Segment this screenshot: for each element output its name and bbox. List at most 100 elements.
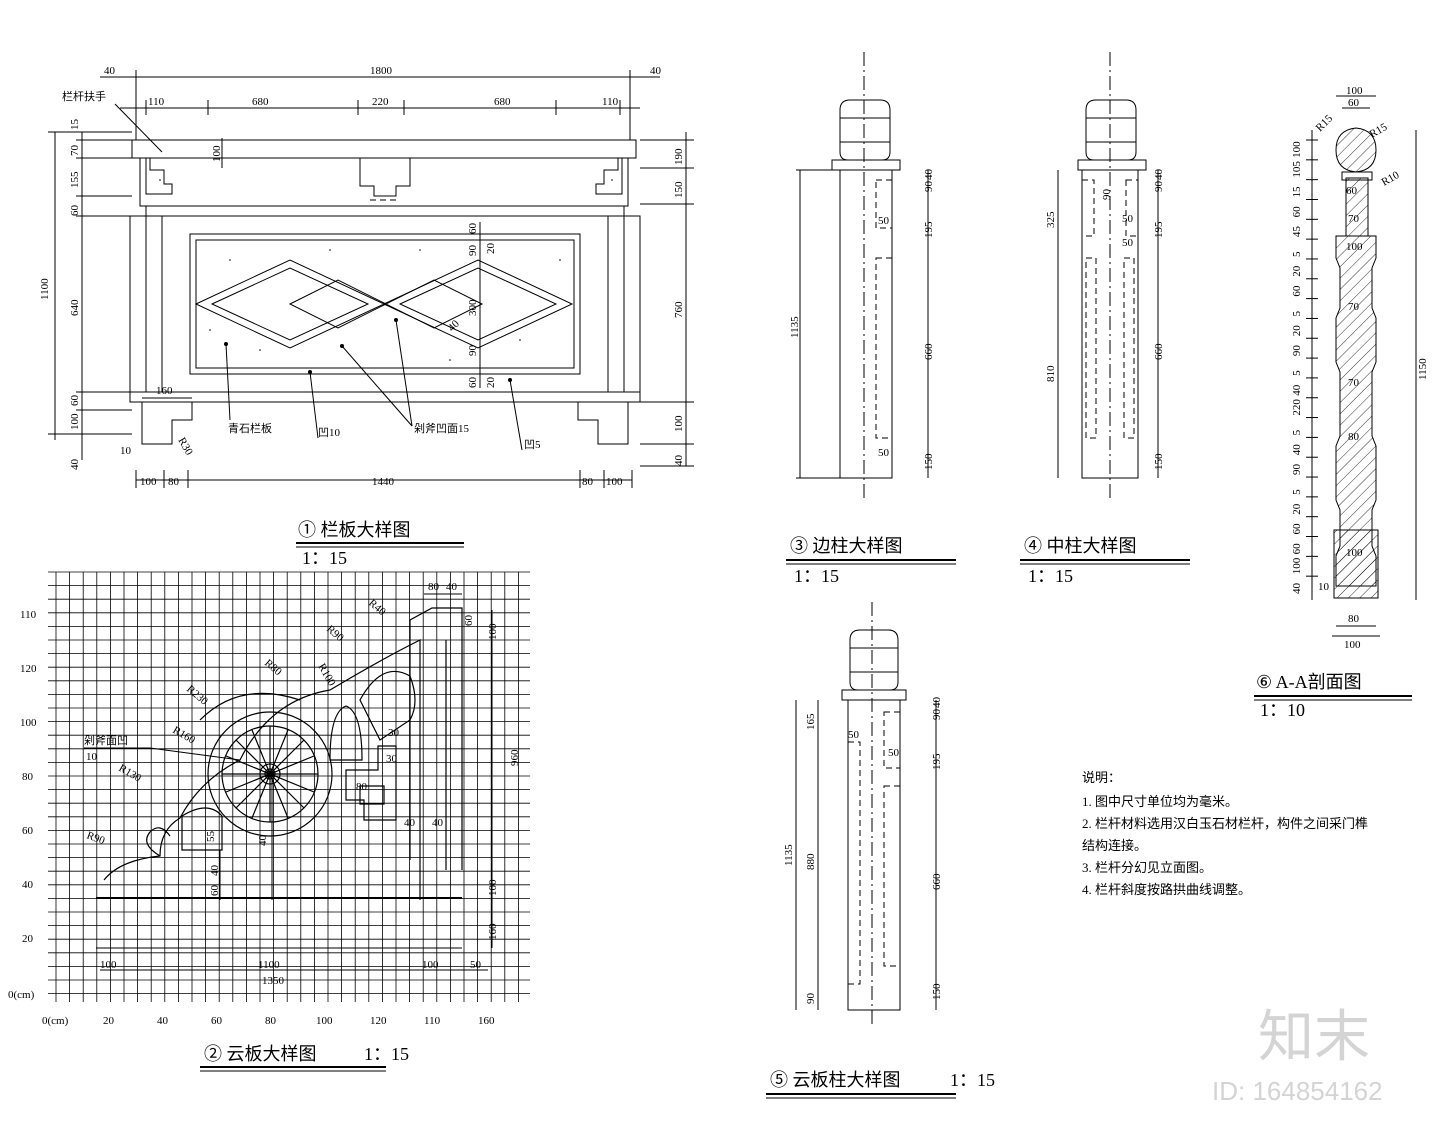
gdim-55: 55 <box>205 831 217 843</box>
dim-r-150: 150 <box>673 181 685 198</box>
dim-handrail-100: 100 <box>211 145 223 162</box>
sec-r10: R10 <box>1380 169 1402 189</box>
title-cloud-post: ⑤ 云板柱大样图 <box>770 1070 901 1090</box>
side-post-1135: 1135 <box>789 316 801 338</box>
sec-in-80: 80 <box>1348 431 1360 443</box>
gdim-100: 100 <box>487 623 499 640</box>
sec-in-70c: 70 <box>1348 377 1360 389</box>
sec-in-60: 60 <box>1346 185 1358 197</box>
cloud-post-r90: 90 <box>931 709 943 721</box>
title-panel: ① 栏板大样图 <box>298 520 411 540</box>
scale-side-post: 1：15 <box>794 566 839 586</box>
gdim-30: 30 <box>386 753 398 765</box>
dim-c-20: 20 <box>485 243 497 255</box>
sec-left-dim: 5 <box>1291 429 1303 435</box>
label-stone-panel: 青石栏板 <box>228 421 272 435</box>
cloud-post-r150: 150 <box>931 983 943 1000</box>
sec-left-dim: 5 <box>1291 310 1303 316</box>
sec-left-dim: 40 <box>1291 583 1303 595</box>
section-aa: 60 70 100 70 70 80 100 10 100 60 R15 R15… <box>1254 85 1429 720</box>
sec-left-dim: 15 <box>1291 186 1303 198</box>
dim-c-60b: 60 <box>467 377 479 389</box>
side-post-50a: 50 <box>878 215 890 227</box>
note-4: 4. 栏杆斜度按路拱曲线调整。 <box>1082 882 1251 897</box>
notes-head: 说明： <box>1082 770 1121 785</box>
gdim-40: 40 <box>446 581 458 593</box>
middle-post-detail: 325 810 90 40 195 660 150 90 50 50 ④ 中柱大… <box>1020 52 1190 586</box>
cloud-post-detail: 165 1135 880 90 90 40 195 660 150 50 50 … <box>766 602 995 1099</box>
sec-left-dim: 20 <box>1291 265 1303 277</box>
gdim-1350: 1350 <box>262 975 285 987</box>
label-r30: R30 <box>175 436 195 458</box>
dim-160: 160 <box>156 385 173 397</box>
sec-left-dim: 20 <box>1291 325 1303 337</box>
cloud-panel-detail: 110 120 100 80 60 40 20 0(cm) 0(cm) 20 4… <box>8 571 530 1072</box>
sec-in-100a: 100 <box>1346 241 1363 253</box>
xtick-40: 40 <box>157 1015 169 1027</box>
note-2b: 结构连接。 <box>1082 838 1147 853</box>
sec-in-70b: 70 <box>1348 301 1360 313</box>
dim-40-left: 40 <box>104 65 116 77</box>
label-recess-5: 凹5 <box>524 439 541 451</box>
note-1: 1. 图中尺寸单位均为毫米。 <box>1082 794 1238 809</box>
sec-left-dim: 40 <box>1291 384 1303 396</box>
cloud-post-1135: 1135 <box>783 844 795 866</box>
sec-left-dim: 20 <box>1291 503 1303 515</box>
mid-post-inner-90: 90 <box>1101 189 1113 201</box>
dim-c-300: 300 <box>467 299 479 316</box>
radius-r100: R100 <box>315 662 338 689</box>
gdim-1100: 1100 <box>258 959 280 971</box>
gdim-960: 960 <box>509 749 521 766</box>
dim-b-100b: 100 <box>606 476 623 488</box>
scale-section: 1：10 <box>1260 700 1305 720</box>
sec-left-dim: 100 <box>1291 557 1303 574</box>
scale-cloud-post: 1：15 <box>950 1070 995 1090</box>
dim-r-100: 100 <box>673 415 685 432</box>
sec-left-dim: 40 <box>1291 444 1303 456</box>
gdim-60: 60 <box>463 615 475 627</box>
dim-10: 10 <box>120 445 132 457</box>
watermark-id: ID: 164854162 <box>1212 1076 1383 1106</box>
side-post-195: 195 <box>923 221 935 238</box>
gdim-40c: 40 <box>209 865 221 877</box>
sec-top-60: 60 <box>1348 97 1360 109</box>
dim-155: 155 <box>69 171 81 188</box>
dim-640: 640 <box>69 299 81 316</box>
side-post-50b: 50 <box>878 447 890 459</box>
dim-c-90: 90 <box>467 245 479 257</box>
cloud-post-880: 880 <box>805 853 817 870</box>
title-side-post: ③ 边柱大样图 <box>790 536 903 556</box>
dim-100: 100 <box>69 413 81 430</box>
xtick-0: 0(cm) <box>42 1015 69 1027</box>
dim-680-left: 680 <box>252 96 269 108</box>
sec-bot-80: 80 <box>1348 613 1360 625</box>
dim-r-190: 190 <box>673 148 685 165</box>
gdim-50: 50 <box>470 959 482 971</box>
dim-1800: 1800 <box>370 65 393 77</box>
xtick-20: 20 <box>103 1015 115 1027</box>
note-3: 3. 栏杆分幻见立面图。 <box>1082 860 1212 875</box>
sec-r15b: R15 <box>1368 121 1390 141</box>
dim-110-left: 110 <box>148 96 165 108</box>
label-cloud-recess-10: 10 <box>86 751 98 763</box>
ytick-100: 100 <box>20 717 37 729</box>
dim-110-right: 110 <box>602 96 619 108</box>
ytick-120: 120 <box>20 663 37 675</box>
gdim-40e: 40 <box>432 817 444 829</box>
radius-r40: R40 <box>366 597 388 618</box>
cloud-post-90: 90 <box>805 993 817 1005</box>
gdim-100c: 100 <box>100 959 117 971</box>
gdim-30b: 30 <box>388 727 400 739</box>
mid-post-40: 40 <box>1153 169 1165 181</box>
notes: 说明： 1. 图中尺寸单位均为毫米。 2. 栏杆材料选用汉白玉石材栏杆，构件之间… <box>1082 770 1368 897</box>
xtick-160: 160 <box>478 1015 495 1027</box>
radius-r80: R80 <box>262 657 284 678</box>
sec-in-10: 10 <box>1318 581 1330 593</box>
sec-left-dim: 5 <box>1291 489 1303 495</box>
ytick-20: 20 <box>22 933 34 945</box>
xtick-80: 80 <box>265 1015 277 1027</box>
sec-bot-100: 100 <box>1344 639 1361 651</box>
gdim-100b: 100 <box>487 879 499 896</box>
side-post-40: 40 <box>923 169 935 181</box>
